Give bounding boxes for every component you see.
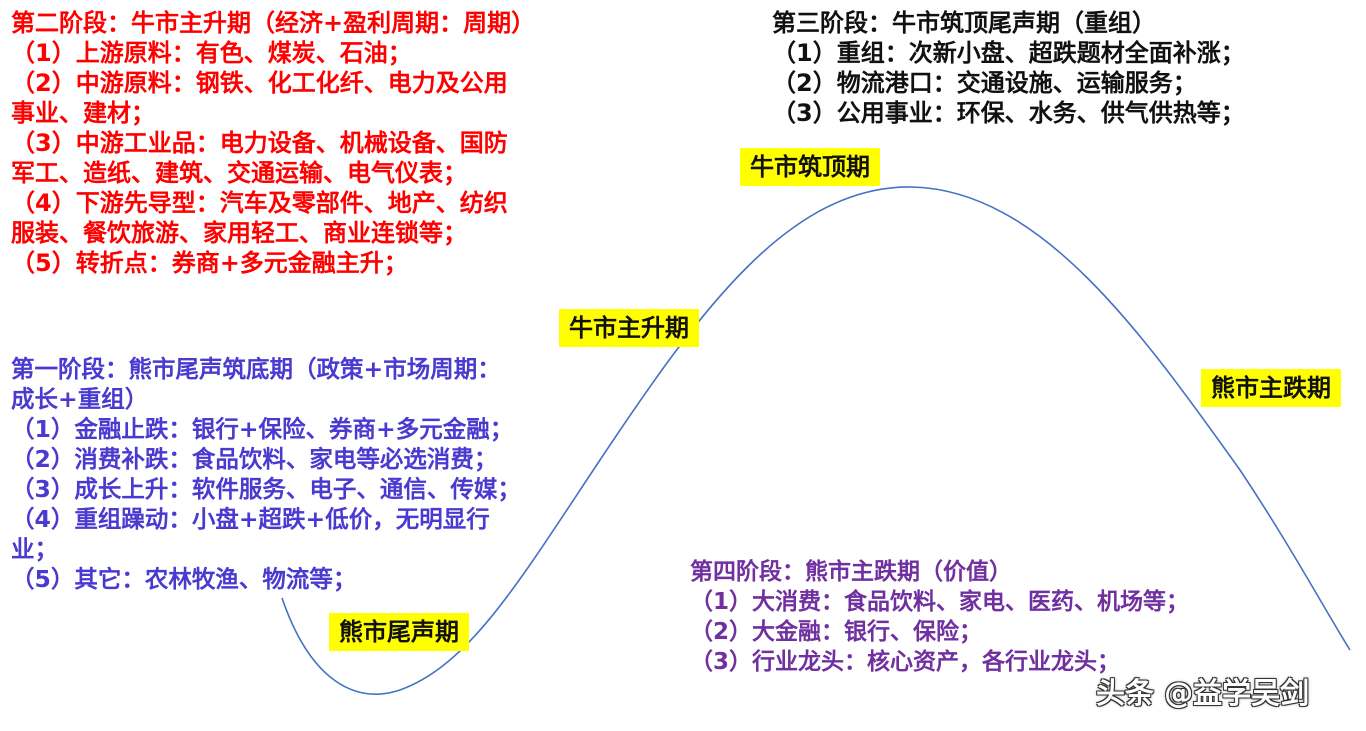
stage4-line: （1）大消费：食品饮料、家电、医药、机场等；: [690, 589, 1190, 615]
watermark: 头条 @益学吴剑: [1096, 676, 1310, 710]
stage2-line: （4）下游先导型：汽车及零部件、地产、纺织: [11, 189, 508, 217]
stage4-title: 第四阶段：熊市主跌期（价值）: [690, 559, 1012, 585]
stage3-line: （1）重组：次新小盘、超跌题材全面补涨；: [772, 39, 1245, 67]
stage1-line: 业；: [11, 535, 58, 563]
stage2-line: （5）转折点：券商+多元金融主升；: [11, 249, 408, 277]
stage1-line: （3）成长上升：软件服务、电子、通信、传媒；: [11, 475, 521, 503]
stage1-line: （5）其它：农林牧渔、物流等；: [11, 565, 357, 593]
bear-fall-label: 熊市主跌期: [1201, 369, 1341, 407]
stage2-line: 军工、造纸、建筑、交通运输、电气仪表；: [11, 159, 467, 187]
stage1-line: 成长+重组）: [11, 385, 149, 413]
bull-rise-label: 牛市主升期: [559, 309, 699, 347]
stage3-block: 第三阶段：牛市筑顶尾声期（重组） （1）重组：次新小盘、超跌题材全面补涨； （2…: [772, 8, 1245, 128]
stage2-block: 第二阶段：牛市主升期（经济+盈利周期：周期） （1）上游原料：有色、煤炭、石油；…: [11, 8, 535, 278]
bull-top-label: 牛市筑顶期: [740, 148, 880, 186]
stage4-line: （2）大金融：银行、保险；: [690, 619, 983, 645]
stage1-line: （1）金融止跌：银行+保险、券商+多元金融；: [11, 415, 514, 443]
stage3-title: 第三阶段：牛市筑顶尾声期（重组）: [772, 9, 1156, 37]
stage4-block: 第四阶段：熊市主跌期（价值） （1）大消费：食品饮料、家电、医药、机场等； （2…: [690, 557, 1189, 677]
stage2-title: 第二阶段：牛市主升期（经济+盈利周期：周期）: [11, 9, 536, 37]
stage1-title: 第一阶段：熊市尾声筑底期（政策+市场周期：: [11, 355, 501, 383]
bear-end-label: 熊市尾声期: [329, 613, 469, 651]
stage2-line: （1）上游原料：有色、煤炭、石油；: [11, 39, 412, 67]
stage1-line: （2）消费补跌：食品饮料、家电等必选消费；: [11, 445, 498, 473]
cycle-curve-path: [281, 186, 1351, 695]
stage3-line: （3）公用事业：环保、水务、供气供热等；: [772, 99, 1245, 127]
stage4-line: （3）行业龙头：核心资产，各行业龙头；: [690, 649, 1121, 675]
stage2-line: 服装、餐饮旅游、家用轻工、商业连锁等；: [11, 219, 467, 247]
stage2-line: （2）中游原料：钢铁、化工化纤、电力及公用: [11, 69, 508, 97]
stage1-line: （4）重组躁动：小盘+超跌+低价，无明显行: [11, 505, 490, 533]
stage2-line: 事业、建材；: [11, 99, 155, 127]
stage2-line: （3）中游工业品：电力设备、机械设备、国防: [11, 129, 508, 157]
stage3-line: （2）物流港口：交通设施、运输服务；: [772, 69, 1197, 97]
stage1-block: 第一阶段：熊市尾声筑底期（政策+市场周期： 成长+重组） （1）金融止跌：银行+…: [11, 354, 521, 594]
